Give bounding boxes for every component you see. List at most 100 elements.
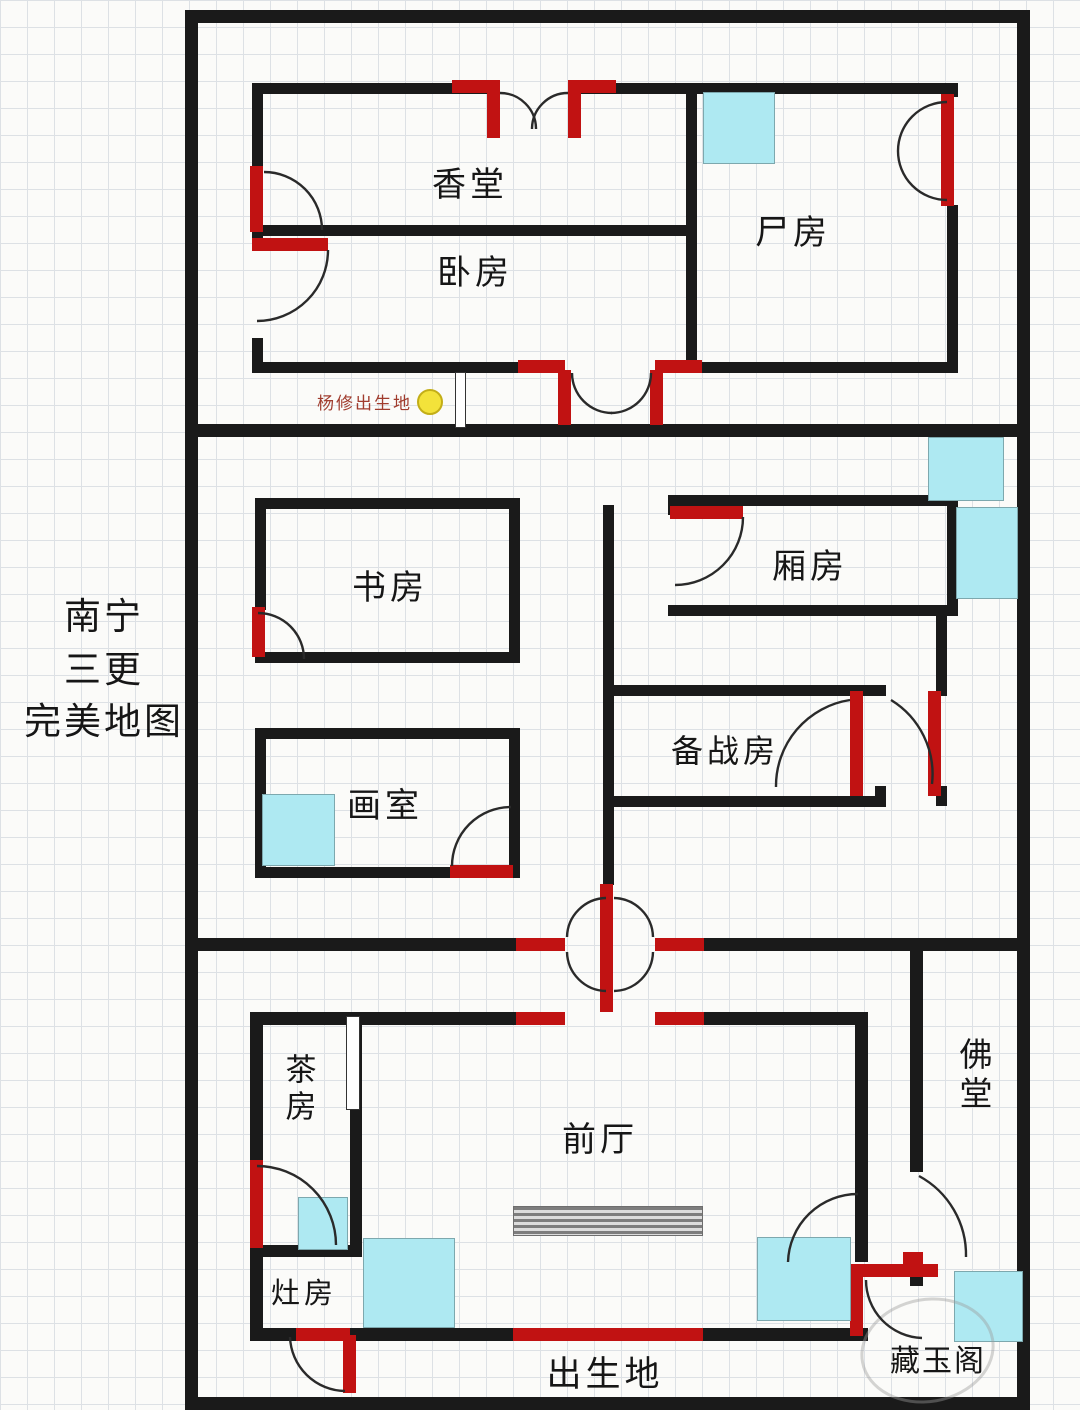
map-title: 南宁 三更 完美地图 — [20, 592, 188, 750]
room-label-shifang: 尸房 — [755, 214, 831, 252]
door-cangyuge-north — [850, 1264, 938, 1277]
door-shufang-leaf — [252, 607, 265, 657]
door-fotang-hinge — [903, 1252, 923, 1265]
room-label-huashi: 画室 — [347, 787, 423, 825]
door-xiangtang-north-cap — [452, 80, 500, 93]
door-beizhanfang-leaf — [850, 691, 863, 796]
top-building-north-wall — [568, 83, 958, 94]
outer-wall-bottom — [185, 1397, 1030, 1410]
door-middle-gate-cap — [516, 938, 565, 951]
map-title-line: 三更 — [64, 649, 144, 691]
top-building-east-wall — [947, 205, 958, 373]
door-zaofang-leaf — [343, 1335, 356, 1393]
door-east-corridor-leaf — [928, 691, 941, 796]
beizhanfang-south-wall — [603, 796, 886, 807]
divider-wall-lower-right — [655, 938, 1030, 951]
item-box-east-corridor-upper — [928, 437, 1004, 501]
room-label-wofang: 卧房 — [437, 254, 513, 292]
item-box-east-corridor-lower — [956, 507, 1018, 599]
door-xiangtang-north-cap — [568, 80, 616, 93]
top-building-east-wall — [947, 83, 958, 97]
room-label-chafang: 茶房 — [280, 1052, 316, 1127]
divider-wall-lower-left — [185, 938, 565, 951]
room-label-zaofang: 灶房 — [270, 1278, 337, 1310]
yangxiu-birthplace-marker — [417, 389, 443, 415]
xiangfang-south-wall — [668, 605, 958, 616]
door-qianting-north-cap — [516, 1012, 565, 1025]
item-box-cangyuge — [954, 1271, 1023, 1342]
top-building-west-wall — [252, 83, 263, 168]
door-top-building-south-jamb — [650, 370, 663, 425]
room-label-xiangfang: 厢房 — [772, 548, 848, 586]
beizhanfang-east-wall — [875, 685, 886, 695]
item-box-qianting-right — [757, 1237, 851, 1321]
door-xiangtang-west-leaf — [250, 166, 263, 232]
beizhanfang-north-wall — [603, 685, 886, 696]
top-building-north-wall — [252, 83, 500, 94]
xiangtang-wofang-divider — [252, 225, 692, 236]
door-top-building-south-cap — [655, 360, 702, 373]
door-qianting-south — [513, 1328, 703, 1341]
divider-wall-upper — [185, 424, 1030, 437]
door-zaofang-cap — [296, 1328, 350, 1341]
door-wofang-west-leaf — [252, 238, 328, 251]
xiangfang-west-wall — [668, 495, 679, 515]
qianting-table — [513, 1206, 703, 1236]
qianting-north-wall — [655, 1012, 868, 1025]
outer-wall-left — [185, 10, 198, 1410]
door-xiangtang-north-jamb — [487, 92, 500, 138]
map-title-line: 南宁 — [64, 597, 144, 638]
yangxiu-birthplace-label: 杨修出生地 — [317, 393, 412, 413]
door-qianting-north-cap — [655, 1012, 704, 1025]
room-label-cangyuge: 藏玉阁 — [890, 1345, 986, 1378]
shufang-north-wall — [255, 498, 520, 509]
door-top-building-south-jamb — [558, 370, 571, 425]
qianting-west-wall — [250, 1248, 263, 1340]
fotang-west-wall — [910, 950, 923, 1172]
qianting-west-wall — [250, 1012, 263, 1162]
room-label-xiangtang: 香堂 — [432, 166, 508, 204]
shifang-west-wall — [686, 83, 697, 373]
xiangfang-east-wall — [947, 495, 958, 616]
door-cangyuge-west — [850, 1264, 863, 1336]
shufang-west-wall — [255, 498, 266, 610]
door-middle-gate-post — [600, 884, 613, 1012]
qianting-north-wall — [250, 1012, 565, 1025]
top-building-south-wall — [655, 362, 958, 373]
top-building-west-wall — [252, 232, 263, 242]
shufang-south-wall — [255, 652, 520, 663]
room-label-shufang: 书房 — [352, 569, 428, 607]
huashi-north-wall — [255, 728, 520, 739]
chafang-wall-opening — [346, 1016, 360, 1110]
qianting-east-wall — [855, 1012, 868, 1262]
beizhanfang-east-wall — [875, 786, 886, 807]
top-building-south-wall — [252, 362, 565, 373]
door-top-building-south-cap — [518, 360, 565, 373]
map-title-line: 完美地图 — [24, 702, 184, 744]
room-label-qianting: 前厅 — [562, 1121, 638, 1159]
door-xiangfang-leaf — [670, 506, 743, 519]
item-box-huashi — [262, 794, 335, 866]
item-box-shifang — [703, 92, 775, 164]
huashi-south-wall — [255, 867, 455, 878]
huashi-west-wall — [255, 728, 266, 878]
east-corridor-wall — [936, 616, 947, 696]
east-corridor-wall — [936, 786, 947, 806]
courtyard-partition — [455, 372, 466, 428]
door-chafang-leaf — [250, 1160, 263, 1248]
outer-wall-top — [185, 10, 1030, 23]
item-box-qianting-left — [363, 1238, 455, 1328]
top-building-west-wall — [252, 338, 263, 373]
room-label-beizhanfang: 备战房 — [670, 733, 779, 769]
door-xiangtang-north-jamb — [568, 92, 581, 138]
door-middle-gate-cap — [655, 938, 704, 951]
door-shifang-east-leaf — [941, 94, 954, 206]
item-box-chafang — [298, 1197, 348, 1250]
xiangfang-north-wall — [668, 495, 958, 506]
room-label-fotang: 佛堂 — [954, 1037, 990, 1115]
shufang-east-wall — [509, 498, 520, 663]
birthplace-label: 出生地 — [546, 1354, 664, 1394]
outer-wall-right — [1017, 10, 1030, 1410]
huashi-east-wall — [509, 728, 520, 878]
